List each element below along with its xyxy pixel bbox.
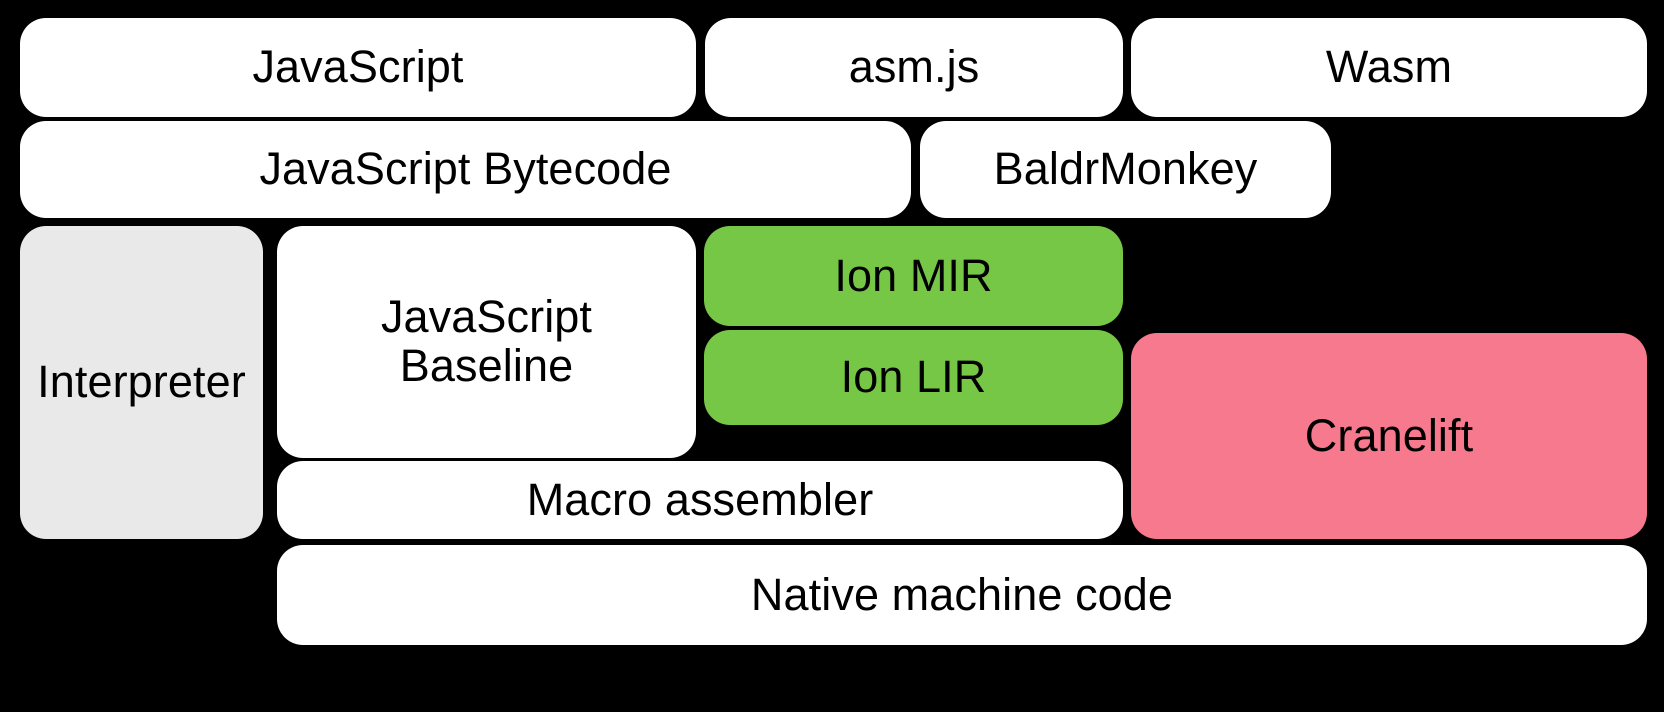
node-cranelift[interactable]: Cranelift (1131, 333, 1647, 539)
node-native-machine-code[interactable]: Native machine code (277, 545, 1647, 645)
node-javascript[interactable]: JavaScript (20, 18, 696, 117)
node-ion-mir[interactable]: Ion MIR (704, 226, 1123, 326)
node-baldrmonkey[interactable]: BaldrMonkey (920, 121, 1331, 218)
node-javascript-baseline[interactable]: JavaScript Baseline (277, 226, 696, 458)
node-wasm[interactable]: Wasm (1131, 18, 1647, 117)
node-asmjs[interactable]: asm.js (705, 18, 1123, 117)
node-interpreter[interactable]: Interpreter (20, 226, 263, 539)
node-ion-lir[interactable]: Ion LIR (704, 330, 1123, 425)
node-javascript-bytecode[interactable]: JavaScript Bytecode (20, 121, 911, 218)
node-macro-assembler[interactable]: Macro assembler (277, 461, 1123, 539)
